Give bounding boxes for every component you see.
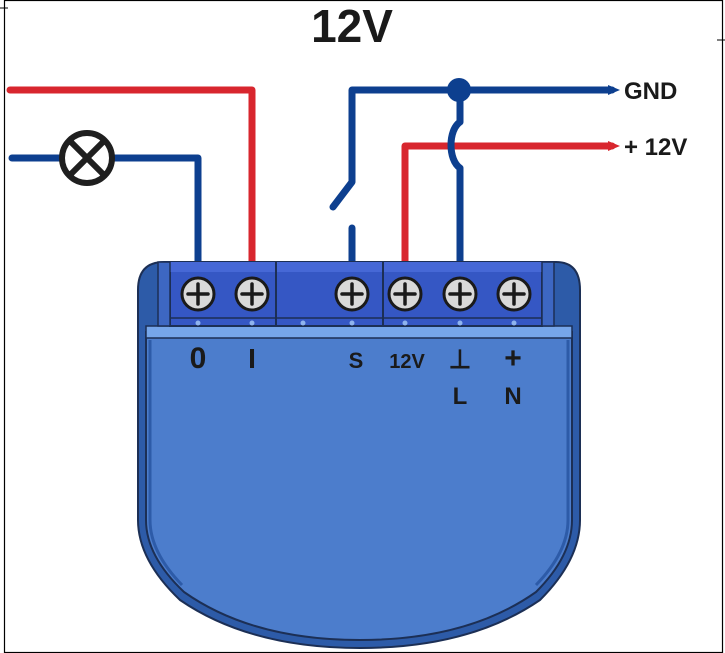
terminal-label-12v: 12V xyxy=(389,351,425,373)
side-clip-left xyxy=(157,261,171,327)
device-bevel-right xyxy=(534,340,570,587)
wire-blue-ground-drop xyxy=(447,86,464,266)
wires xyxy=(6,86,616,266)
device-front-face xyxy=(145,331,573,642)
terminal-label-l: L xyxy=(453,383,468,410)
relay-device: 0 I S 12V ⊥ + L N xyxy=(137,261,581,650)
terminal-label-n: N xyxy=(504,383,521,410)
terminal-label-0: 0 xyxy=(190,342,207,375)
diagram-title: 12V xyxy=(311,0,393,52)
plus12v-arrow-tip xyxy=(608,141,620,151)
plus-symbol: + xyxy=(504,342,522,375)
side-clip-right xyxy=(541,261,555,327)
device-top-rim xyxy=(145,325,573,339)
ground-symbol: ⊥ xyxy=(449,344,472,374)
wire-red-load xyxy=(6,86,256,266)
terminal-label-s: S xyxy=(349,348,364,373)
gnd-label: GND xyxy=(624,78,677,105)
switch-lever xyxy=(329,86,616,211)
screw-slots xyxy=(186,282,526,306)
junction-dot-icon xyxy=(447,78,471,102)
device-bevel-left xyxy=(148,340,184,587)
wire-red-12v xyxy=(401,142,616,266)
gnd-arrow-tip xyxy=(608,85,620,95)
wire-blue-load-right xyxy=(106,154,202,266)
terminal-block-shade xyxy=(170,262,542,272)
terminal-dots xyxy=(195,320,517,326)
plus12v-label: + 12V xyxy=(624,134,687,161)
lamp-icon xyxy=(59,130,115,186)
terminal-label-1: I xyxy=(248,343,256,374)
